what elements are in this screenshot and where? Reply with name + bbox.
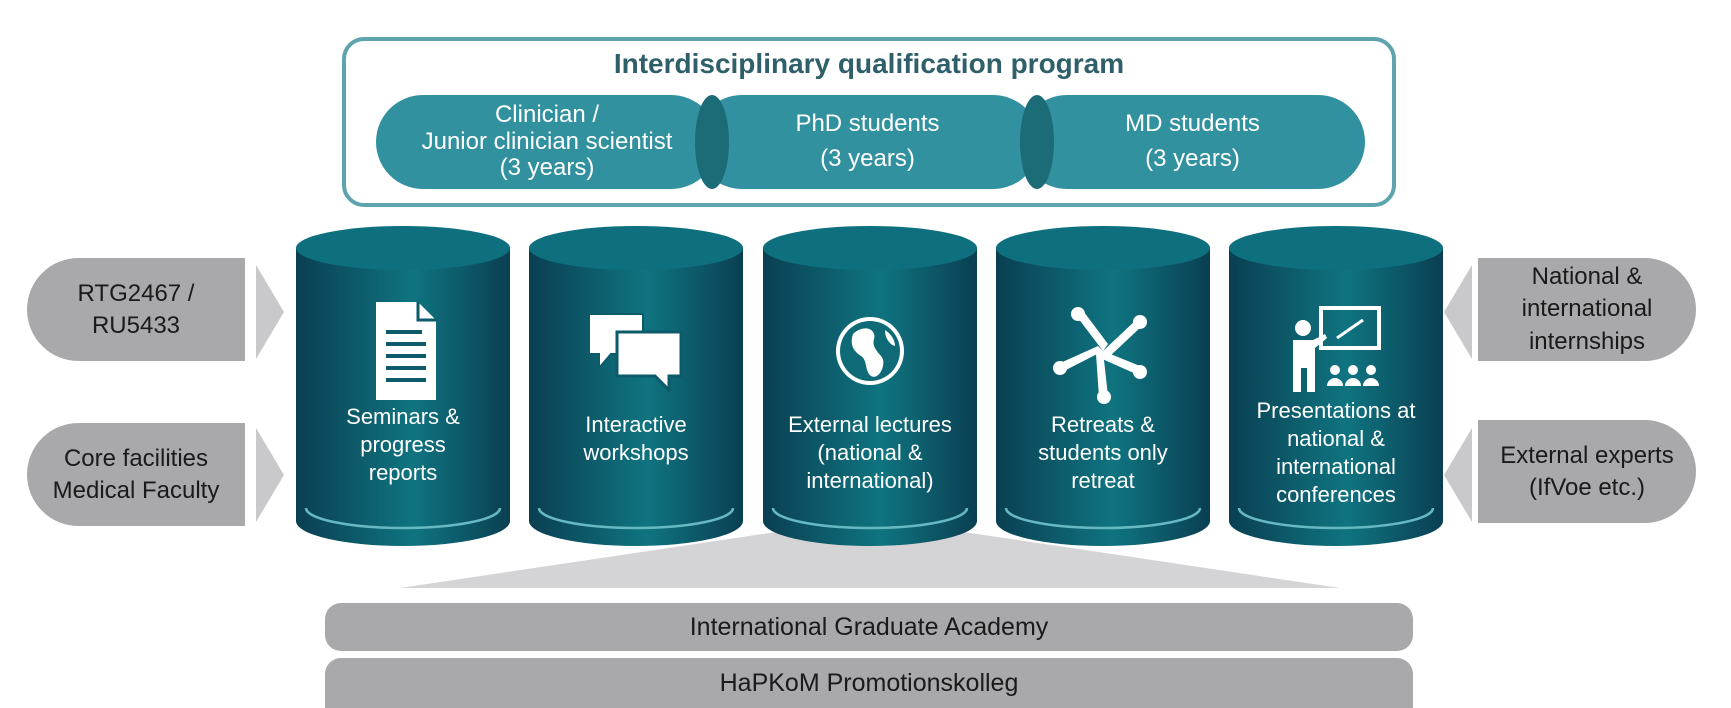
track-overlap: [1020, 95, 1054, 189]
column-retreats: Retreats & students only retreat: [994, 226, 1212, 548]
column-workshops: Interactive workshops: [527, 226, 745, 548]
column-presentations-line4: conferences: [1276, 482, 1396, 507]
column-external-lectures-line3: international): [806, 468, 934, 493]
joined-hands-icon: [1053, 307, 1147, 404]
track-md: MD students (3 years): [1020, 95, 1365, 189]
foundation-promotionskolleg: HaPKoM Promotionskolleg: [325, 658, 1413, 708]
column-retreats-line1: Retreats &: [1051, 412, 1155, 437]
document-icon: [376, 302, 436, 400]
column-retreats-line3: retreat: [1071, 468, 1135, 493]
track-phd-line2: (3 years): [820, 145, 915, 172]
column-presentations: Presentations at national & internationa…: [1227, 226, 1445, 548]
track-clinician-line2: Junior clinician scientist: [421, 127, 673, 155]
track-md-line2: (3 years): [1145, 145, 1240, 172]
column-presentations-line3: international: [1276, 454, 1396, 479]
column-external-lectures-line2: (national &: [817, 440, 923, 465]
column-seminars: Seminars & progress reports: [294, 226, 512, 548]
column-seminars-line3: reports: [368, 460, 438, 485]
column-workshops-line2: workshops: [583, 440, 689, 465]
track-overlap: [695, 95, 729, 189]
column-external-lectures-line1: External lectures: [788, 412, 952, 437]
input-internships-line1: National &: [1531, 262, 1643, 290]
arrow-left-icon: [1444, 428, 1472, 522]
track-clinician: Clinician / Junior clinician scientist (…: [376, 95, 718, 189]
input-core-facilities-line2: Medical Faculty: [52, 476, 220, 504]
column-seminars-line1: Seminars &: [346, 404, 460, 429]
globe-icon: [836, 317, 904, 385]
presentation-icon: [1293, 306, 1381, 392]
column-external-lectures: External lectures (national & internatio…: [761, 226, 979, 548]
column-cylinder: [763, 226, 977, 546]
arrow-right-icon: [256, 428, 284, 522]
column-workshops-line1: Interactive: [585, 412, 687, 437]
track-phd-line1: PhD students: [795, 110, 940, 138]
column-presentations-line2: national &: [1287, 426, 1385, 451]
input-rtg-line2: RU5433: [91, 311, 181, 339]
column-retreats-line2: students only: [1038, 440, 1168, 465]
track-md-line1: MD students: [1125, 110, 1260, 138]
arrow-right-icon: [256, 265, 284, 359]
input-internships-line3: internships: [1528, 327, 1646, 355]
input-internships-line2: international: [1521, 295, 1653, 323]
speech-bubbles-icon: [588, 313, 683, 394]
input-core-facilities: Core facilities Medical Faculty: [27, 423, 245, 526]
track-clinician-line1: Clinician /: [494, 101, 600, 129]
arrow-left-icon: [1444, 265, 1472, 359]
input-external-experts-line2: (IfVoe etc.): [1528, 473, 1646, 501]
input-core-facilities-line1: Core facilities: [63, 445, 209, 473]
foundation-triangle: [400, 518, 1340, 588]
column-cylinder: [1229, 226, 1443, 546]
input-internships: National & international internships: [1478, 258, 1696, 361]
column-seminars-line2: progress: [360, 432, 446, 457]
program-title: Interdisciplinary qualification program: [613, 48, 1125, 79]
column-cylinder: [529, 226, 743, 546]
program-frame: [342, 37, 1396, 207]
input-rtg: RTG2467 / RU5433: [27, 258, 245, 361]
foundation-graduate-academy: International Graduate Academy: [325, 603, 1413, 651]
input-external-experts: External experts (IfVoe etc.): [1478, 420, 1696, 523]
column-presentations-line1: Presentations at: [1256, 398, 1416, 423]
track-phd: PhD students (3 years): [695, 95, 1040, 189]
input-rtg-line1: RTG2467 /: [77, 280, 195, 308]
track-clinician-line3: (3 years): [499, 154, 595, 182]
input-external-experts-line1: External experts: [1500, 442, 1674, 470]
